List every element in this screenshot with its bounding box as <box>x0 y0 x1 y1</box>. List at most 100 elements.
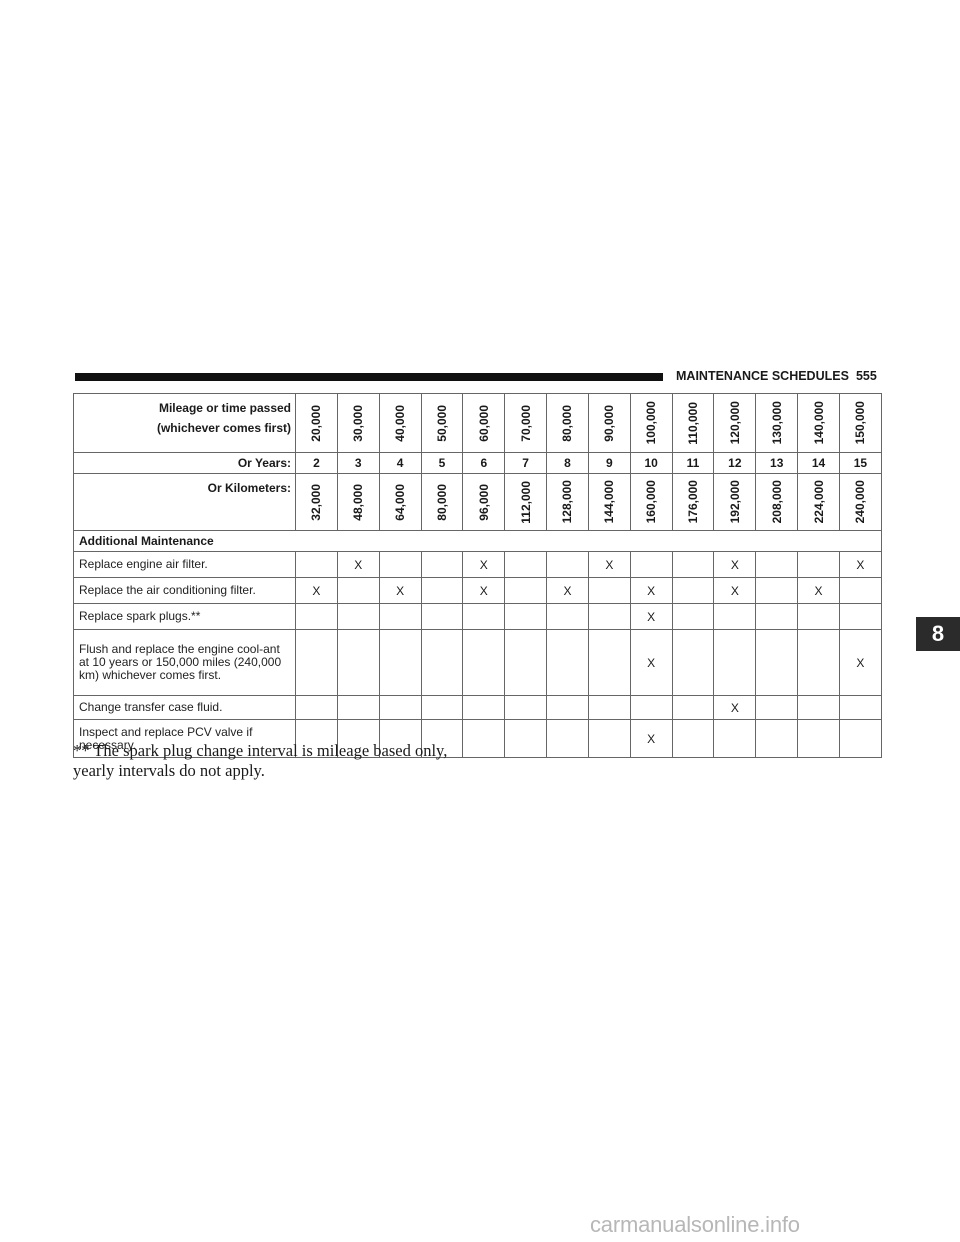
schedule-mark-cell: X <box>462 551 506 578</box>
schedule-mark-cell <box>797 695 840 720</box>
section-row: Additional Maintenance <box>73 530 882 552</box>
schedule-mark-cell <box>797 629 840 696</box>
chapter-tab[interactable]: 8 <box>916 617 960 651</box>
years-value: 2 <box>295 452 338 474</box>
mileage-value: 130,000 <box>769 401 784 445</box>
kilometers-value: 176,000 <box>686 480 701 524</box>
schedule-mark-cell <box>504 551 548 578</box>
kilometers-value: 192,000 <box>727 480 742 524</box>
schedule-mark-cell <box>671 719 715 758</box>
mileage-header-cell: 140,000 <box>797 393 840 453</box>
kilometers-header-cell: 112,000 <box>504 473 548 531</box>
kilometers-value: 208,000 <box>769 480 784 524</box>
schedule-mark-cell: X <box>838 551 882 578</box>
mileage-header-cell: 100,000 <box>629 393 673 453</box>
mileage-value: 150,000 <box>853 401 868 445</box>
schedule-mark-cell: X <box>713 577 757 604</box>
schedule-mark-cell <box>336 695 380 720</box>
watermark-text[interactable]: carmanualsonline.info <box>590 1212 800 1237</box>
kilometers-value: 80,000 <box>434 483 449 521</box>
schedule-mark-cell <box>504 695 548 720</box>
mileage-header-cell: 30,000 <box>336 393 380 453</box>
years-value: 9 <box>587 452 631 474</box>
schedule-mark-cell <box>462 629 506 696</box>
years-value: 10 <box>629 452 673 474</box>
schedule-mark-cell: X <box>629 719 673 758</box>
mileage-header-cell: 110,000 <box>671 393 715 453</box>
schedule-mark-cell <box>336 629 380 696</box>
schedule-mark-cell: X <box>295 577 338 604</box>
mileage-header-cell: 130,000 <box>755 393 799 453</box>
mileage-header-row: Mileage or time passed(whichever comes f… <box>73 393 882 453</box>
schedule-mark-cell <box>378 695 422 720</box>
mileage-header-cell: 20,000 <box>295 393 338 453</box>
schedule-mark-cell <box>671 629 715 696</box>
schedule-mark-cell <box>755 551 799 578</box>
schedule-mark-cell <box>378 629 422 696</box>
footnote: ** The spark plug change interval is mil… <box>73 741 493 781</box>
schedule-mark-cell <box>629 551 673 578</box>
kilometers-header-label: Or Kilometers: <box>73 473 296 531</box>
schedule-mark-cell: X <box>629 577 673 604</box>
schedule-mark-cell <box>504 629 548 696</box>
schedule-mark-cell <box>420 551 464 578</box>
years-header-label: Or Years: <box>73 452 296 474</box>
kilometers-header-cell: 240,000 <box>838 473 882 531</box>
task-label: Replace spark plugs.** <box>73 603 296 630</box>
mileage-value: 140,000 <box>811 401 826 445</box>
schedule-mark-cell <box>587 603 631 630</box>
header-title-text: MAINTENANCE SCHEDULES <box>676 369 849 383</box>
kilometers-header-cell: 32,000 <box>295 473 338 531</box>
schedule-mark-cell <box>336 577 380 604</box>
years-value: 8 <box>546 452 589 474</box>
years-value: 7 <box>504 452 548 474</box>
mileage-header-cell: 120,000 <box>713 393 757 453</box>
schedule-mark-cell <box>755 719 799 758</box>
years-value: 11 <box>671 452 715 474</box>
schedule-mark-cell <box>295 603 338 630</box>
schedule-mark-cell <box>797 603 840 630</box>
schedule-mark-cell <box>378 603 422 630</box>
schedule-mark-cell <box>713 629 757 696</box>
schedule-mark-cell <box>671 603 715 630</box>
task-label: Change transfer case fluid. <box>73 695 296 720</box>
schedule-mark-cell: X <box>378 577 422 604</box>
years-value: 14 <box>797 452 840 474</box>
mileage-value: 100,000 <box>644 401 659 445</box>
schedule-mark-cell <box>755 695 799 720</box>
schedule-mark-cell: X <box>713 695 757 720</box>
schedule-mark-cell <box>295 719 338 758</box>
mileage-value: 60,000 <box>476 404 491 442</box>
schedule-mark-cell <box>755 603 799 630</box>
mileage-value: 20,000 <box>309 404 324 442</box>
footnote-line-2: yearly intervals do not apply. <box>73 761 265 780</box>
kilometers-header-cell: 176,000 <box>671 473 715 531</box>
kilometers-header-cell: 192,000 <box>713 473 757 531</box>
mileage-value: 50,000 <box>434 404 449 442</box>
years-value: 5 <box>420 452 464 474</box>
kilometers-value: 224,000 <box>811 480 826 524</box>
mileage-value: 40,000 <box>393 404 408 442</box>
schedule-mark-cell <box>629 695 673 720</box>
schedule-mark-cell <box>671 551 715 578</box>
schedule-mark-cell <box>587 695 631 720</box>
schedule-mark-cell <box>671 577 715 604</box>
schedule-mark-cell <box>504 577 548 604</box>
kilometers-value: 112,000 <box>518 480 533 524</box>
schedule-mark-cell <box>336 603 380 630</box>
mileage-value: 30,000 <box>351 404 366 442</box>
mileage-value: 70,000 <box>518 404 533 442</box>
mileage-label-line2: (whichever comes first) <box>156 421 291 435</box>
page-number: 555 <box>855 369 877 383</box>
table-row: Change transfer case fluid. X <box>73 695 882 720</box>
maintenance-schedule-table: Mileage or time passed(whichever comes f… <box>73 393 882 758</box>
kilometers-value: 96,000 <box>476 483 491 521</box>
years-value: 15 <box>838 452 882 474</box>
mileage-header-cell: 150,000 <box>838 393 882 453</box>
schedule-mark-cell <box>546 629 589 696</box>
schedule-mark-cell <box>295 629 338 696</box>
task-label: Inspect and replace PCV valve if necessa… <box>73 719 296 758</box>
